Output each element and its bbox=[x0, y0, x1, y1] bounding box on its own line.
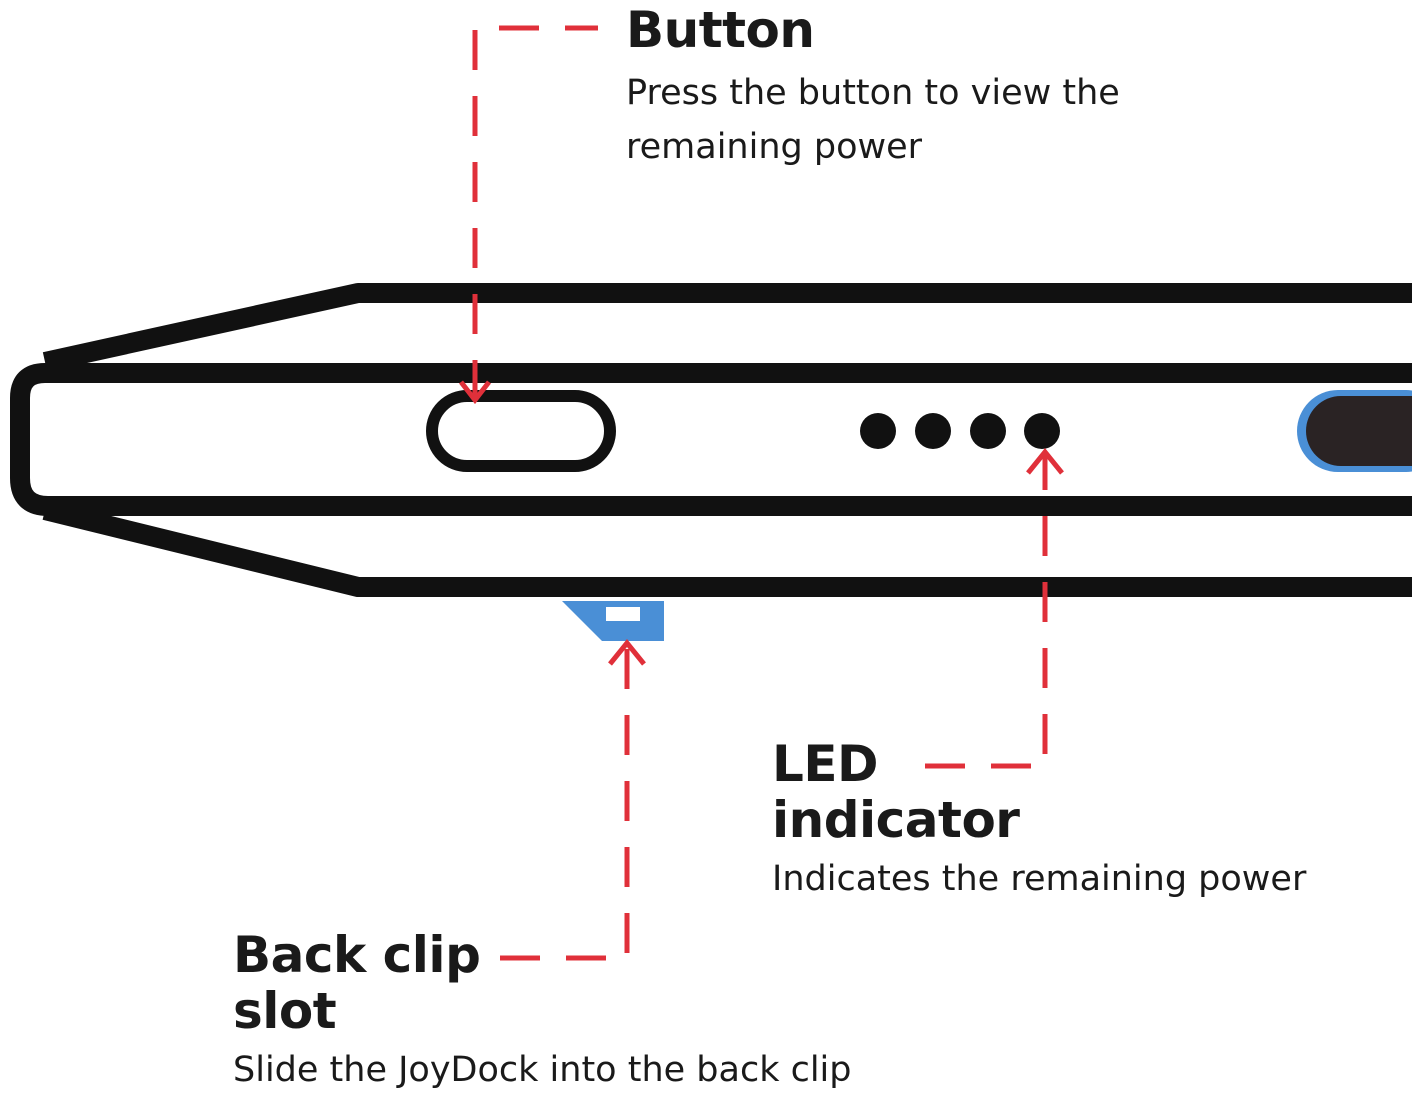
led-dot-4 bbox=[1024, 413, 1060, 449]
back-clip-slot bbox=[562, 601, 664, 641]
led-indicator bbox=[860, 413, 1060, 449]
led-leader-line bbox=[925, 448, 1064, 769]
back-clip-callout-title: Back clip slot bbox=[233, 926, 481, 1040]
led-callout-title: LED indicator bbox=[772, 735, 1020, 849]
device-top-shell bbox=[42, 283, 1412, 372]
led-dot-1 bbox=[860, 413, 896, 449]
led-dot-2 bbox=[915, 413, 951, 449]
back-clip-callout-description: Slide the JoyDock into the back clip bbox=[233, 1050, 852, 1090]
button-callout-description: Press the button to view the remaining p… bbox=[626, 73, 1120, 167]
led-callout-description: Indicates the remaining power bbox=[772, 859, 1307, 899]
led-callout: LED indicator Indicates the remaining po… bbox=[772, 736, 1372, 906]
button-callout: Button Press the button to view the rema… bbox=[626, 2, 1186, 174]
led-dot-3 bbox=[970, 413, 1006, 449]
device-bottom-shell bbox=[42, 500, 1412, 597]
button-callout-title: Button bbox=[626, 1, 815, 59]
usb-port bbox=[1297, 390, 1412, 472]
button-leader-line bbox=[459, 25, 598, 405]
back-clip-callout: Back clip slot Slide the JoyDock into th… bbox=[233, 927, 933, 1097]
back-clip-leader-line bbox=[500, 639, 646, 961]
device-front-panel bbox=[10, 363, 1412, 516]
power-button bbox=[426, 390, 616, 472]
